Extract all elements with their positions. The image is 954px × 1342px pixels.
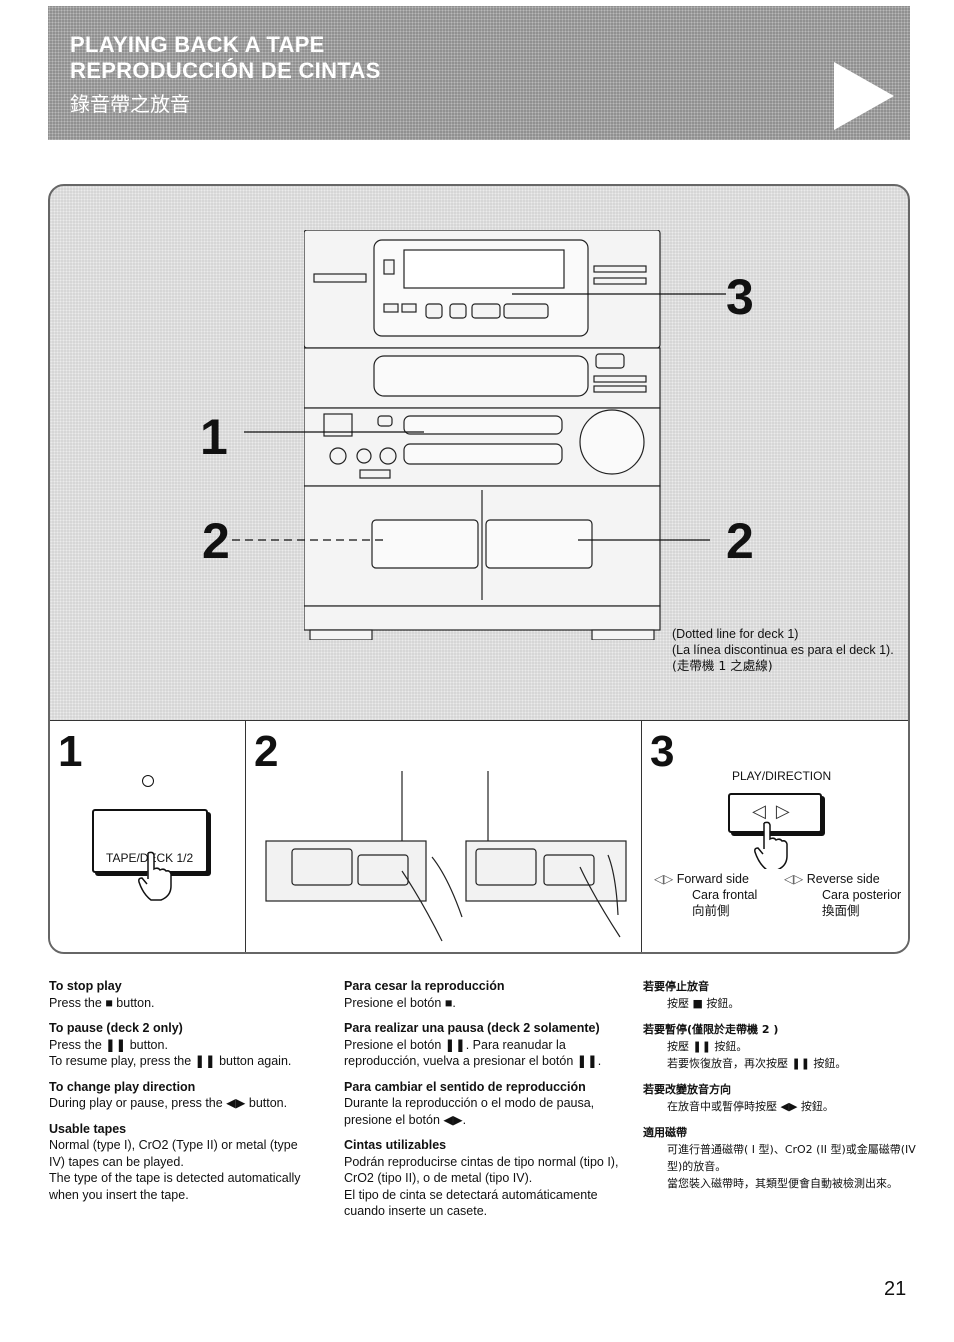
direction-text: Durante la reproducción o el modo de pau… xyxy=(344,1096,595,1127)
direction-heading: Para cambiar el sentido de reproducción xyxy=(344,1079,586,1094)
usable-tapes-heading: Cintas utilizables xyxy=(344,1138,447,1152)
usable-tapes-heading: Usable tapes xyxy=(49,1121,127,1136)
callout-3: 3 xyxy=(726,269,754,325)
tape-deck-button[interactable]: TAPE/DECK 1/2 xyxy=(92,809,208,873)
resume-text: To resume play, press the ❚❚ button agai… xyxy=(49,1054,292,1068)
forward-side-legend: ◁▷ Forward side Cara frontal 向前側 xyxy=(654,872,758,918)
spanish-instructions: Para cesar la reproducción Presione el b… xyxy=(344,978,624,1229)
stop-heading: Para cesar la reproducción xyxy=(344,979,505,993)
pause-heading: 若要暫停(僅限於走帶機 2 ) xyxy=(643,1023,779,1036)
stop-text: Presione el botón ■. xyxy=(344,995,456,1010)
tape-detect-text: 當您裝入磁帶時，其類型便會自動被檢測出來。 xyxy=(667,1177,898,1190)
tape-detect-text: The type of the tape is detected automat… xyxy=(49,1171,301,1202)
direction-text: 在放音中或暫停時按壓 ◀▶ 按鈕。 xyxy=(667,1100,834,1113)
pause-heading: To pause (deck 2 only) xyxy=(49,1021,183,1035)
step-3-box: 3 PLAY/DIRECTION ◁▷ ◁▷ Forward side Cara… xyxy=(642,721,908,952)
callout-lines xyxy=(232,293,726,541)
stereo-system-drawing xyxy=(304,230,661,640)
callout-2-right: 2 xyxy=(726,513,754,569)
page-number: 21 xyxy=(884,1278,907,1300)
title-spanish: REPRODUCCIÓN DE CINTAS xyxy=(70,58,381,83)
stop-text: 按壓 ■ 按鈕。 xyxy=(667,997,740,1010)
title-chinese: 錄音帶之放音 xyxy=(70,92,190,116)
callout-1: 1 xyxy=(200,409,228,465)
stop-text: Press the ■ button. xyxy=(49,995,155,1010)
chinese-instructions: 若要停止放音 按壓 ■ 按鈕。 若要暫停(僅限於走帶機 2 ) 按壓 ❚❚ 按鈕… xyxy=(643,978,933,1201)
header-banner: PLAYING BACK A TAPE REPRODUCCIÓN DE CINT… xyxy=(48,6,910,140)
pause-text: Press the ❚❚ button. xyxy=(49,1037,168,1052)
callout-2-left: 2 xyxy=(202,513,230,569)
pause-text: 按壓 ❚❚ 按鈕。 xyxy=(667,1040,748,1053)
direction-text: During play or pause, press the ◀▶ butto… xyxy=(49,1096,288,1110)
pointing-hand-icon xyxy=(138,851,172,901)
usable-tapes-text: Podrán reproducirse cintas de tipo norma… xyxy=(344,1154,619,1186)
stop-heading: To stop play xyxy=(49,979,122,993)
step-boxes: 1 TAPE/DECK 1/2 2 xyxy=(50,720,908,952)
dotted-line-note: (Dotted line for deck 1) (La línea disco… xyxy=(672,627,894,673)
tape-detect-text: El tipo de cinta se detectará automática… xyxy=(344,1187,598,1219)
step-3-number: 3 xyxy=(650,727,675,776)
reverse-arrow-icon: ◁▷ xyxy=(784,872,804,886)
direction-heading: 若要改變放音方向 xyxy=(643,1083,731,1096)
pause-text: Presione el botón ❚❚. Para reanudar la r… xyxy=(344,1037,602,1069)
forward-arrow-icon: ◁▷ xyxy=(654,872,674,886)
next-arrow-icon xyxy=(834,62,894,130)
pointing-hand-icon xyxy=(754,821,788,869)
usable-tapes-heading: 適用磁帶 xyxy=(643,1126,687,1139)
resume-text: 若要恢復放音，再次按壓 ❚❚ 按鈕。 xyxy=(667,1057,847,1070)
step-2-box: 2 xyxy=(246,721,642,952)
play-direction-button[interactable]: ◁▷ xyxy=(728,793,822,833)
usable-tapes-text: 可進行普通磁帶( I 型)、CrO2 (II 型)或金屬磁帶(IV 型)的放音。 xyxy=(667,1143,916,1173)
play-direction-label: PLAY/DIRECTION xyxy=(732,769,832,783)
direction-arrows-icon: ◁▷ xyxy=(752,801,800,821)
indicator-led-icon xyxy=(142,775,154,787)
direction-heading: To change play direction xyxy=(49,1079,196,1094)
pause-heading: Para realizar una pausa (deck 2 solament… xyxy=(344,1021,600,1035)
title-english: PLAYING BACK A TAPE xyxy=(70,32,325,57)
usable-tapes-text: Normal (type I), CrO2 (Type II) or metal… xyxy=(49,1138,298,1169)
stop-heading: 若要停止放音 xyxy=(643,980,709,993)
step-1-number: 1 xyxy=(58,727,83,776)
cassette-insertion-drawing xyxy=(265,771,627,942)
step-1-box: 1 TAPE/DECK 1/2 xyxy=(50,721,246,952)
reverse-side-legend: ◁▷ Reverse side Cara posterior 換面側 xyxy=(784,872,902,918)
english-instructions: To stop play Press the ■ button. To paus… xyxy=(49,978,309,1212)
illustration-panel: 1 2 2 3 (Dotted line for deck 1) (La lín… xyxy=(48,184,910,954)
step-2-number: 2 xyxy=(254,727,279,776)
